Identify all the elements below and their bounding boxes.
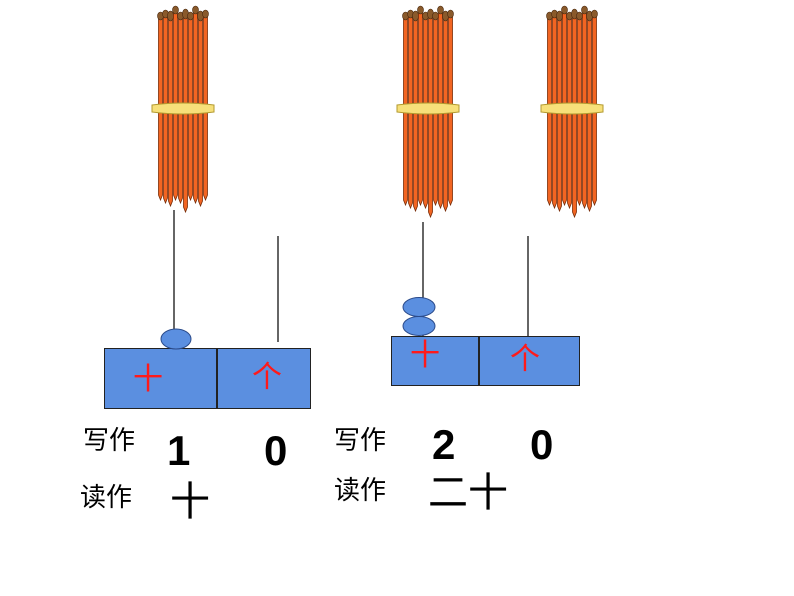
- stick-tip: [192, 5, 199, 15]
- stick-tip: [172, 5, 179, 15]
- ones-digit-1: 0: [264, 427, 288, 474]
- box-divider-1: [216, 349, 218, 408]
- stick-tip: [202, 9, 209, 19]
- bundle-band: [540, 102, 604, 115]
- stick-tip: [591, 9, 598, 19]
- write-label-2: 写作: [334, 426, 387, 456]
- stick-tip: [437, 5, 444, 15]
- tens-bead-2a: [402, 297, 436, 317]
- bundle-band: [396, 102, 460, 115]
- reading-1: 十: [170, 479, 210, 525]
- reading-2: 二十: [428, 470, 508, 516]
- stick-tip: [581, 5, 588, 15]
- stick-bundle-3: [540, 5, 604, 219]
- read-label-2: 读作: [334, 476, 387, 506]
- stick-tip: [417, 5, 424, 15]
- ones-label-2: 个: [510, 342, 540, 377]
- place-value-box-2: [391, 336, 580, 386]
- bundle-band: [151, 102, 215, 115]
- place-value-box-1: [104, 348, 311, 409]
- tens-digit-2: 2: [432, 421, 456, 468]
- box-divider-2: [478, 337, 480, 385]
- tens-label-1: 十: [133, 362, 163, 397]
- tens-bead-1: [160, 328, 192, 350]
- stick-tip: [447, 9, 454, 19]
- tens-digit-1: 1: [167, 427, 191, 474]
- tens-bead-2b: [402, 316, 436, 336]
- ones-digit-2: 0: [530, 421, 554, 468]
- stick-tip: [561, 5, 568, 15]
- stick-bundle-2: [396, 5, 460, 219]
- tens-label-2: 十: [410, 338, 440, 373]
- read-label-1: 读作: [80, 483, 133, 513]
- write-label-1: 写作: [83, 426, 136, 456]
- ones-label-1: 个: [252, 360, 282, 395]
- stick-bundle-1: [151, 5, 215, 214]
